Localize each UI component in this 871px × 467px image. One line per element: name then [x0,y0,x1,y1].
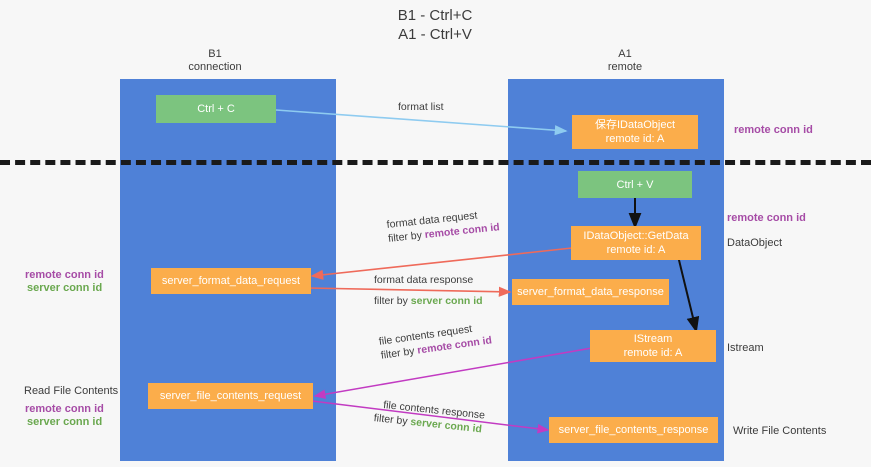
side-label-istream: Istream [727,342,764,354]
node-ctrl-c-label: Ctrl + C [197,103,235,115]
edge-label-format-data-response-line1: format data response [374,274,474,286]
phase-divider [0,160,871,165]
node-getdata[interactable]: IDataObject::GetData remote id: A [571,226,701,260]
side-label-left-remote-conn-id-2: remote conn id [25,403,104,415]
lane-name-a1: A1 [618,48,632,60]
side-label-read-file-contents: Read File Contents [24,385,119,397]
node-getdata-label: IDataObject::GetData [583,230,689,242]
filter-prefix: filter by [387,229,426,245]
node-ctrl-c[interactable]: Ctrl + C [156,95,276,123]
lane-name-b1: B1 [208,48,222,60]
side-label-left-remote-conn-id: remote conn id [25,269,104,281]
edge-label-file-contents-response: file contents response filter by server … [373,398,486,437]
node-server-file-contents-request[interactable]: server_file_contents_request [148,383,313,409]
edge-label-format-list: format list [398,100,444,114]
edge-label-file-contents-request: file contents request filter by remote c… [378,319,493,362]
side-label-write-file-contents: Write File Contents [733,425,827,437]
side-label-remote-conn-id-mid: remote conn id [727,212,806,224]
node-server-format-data-response[interactable]: server_format_data_response [512,279,669,305]
lane-title-b1: B1 connection [155,48,275,74]
edge-label-format-list-text: format list [398,101,444,113]
node-ctrl-v-label: Ctrl + V [616,178,654,191]
node-istream-label: IStream [633,333,673,345]
side-label-left-server-conn-id: server conn id [27,282,103,294]
node-server-format-data-request[interactable]: server_format_data_request [151,268,311,294]
filter-prefix: filter by [380,344,419,362]
side-label-remote-conn-id-top: remote conn id [734,124,813,136]
node-istream-sub: remote id: A [623,347,683,359]
lane-role-b1: connection [188,61,242,73]
lane-title-a1: A1 remote [565,48,685,74]
side-label-dataobject: DataObject [727,237,783,249]
edge-label-format-data-request: format data request filter by remote con… [386,206,500,246]
lane-role-a1: remote [607,61,643,73]
node-server-file-contents-request-label: server_file_contents_request [159,390,302,402]
filter-key-server: server conn id [410,295,483,307]
node-ctrl-v[interactable]: Ctrl + V [578,171,692,198]
node-server-format-data-response-label: server_format_data_response [517,286,664,298]
filter-prefix: filter by [374,295,411,307]
node-save-idataobject-sub: remote id: A [605,133,665,145]
node-getdata-sub: remote id: A [606,244,666,256]
node-save-idataobject-label: 保存IDataObject [594,119,676,131]
filter-prefix: filter by [373,412,412,428]
edge-label-format-data-response-line2: filter by server conn id [374,294,483,308]
node-server-format-data-request-label: server_format_data_request [161,275,301,287]
diagram-title: B1 - Ctrl+C A1 - Ctrl+V [397,7,473,43]
node-server-file-contents-response[interactable]: server_file_contents_response [549,417,718,443]
node-istream[interactable]: IStream remote id: A [590,330,716,362]
edge-label-format-data-response: format data response filter by server co… [374,273,483,308]
side-label-left-server-conn-id-2: server conn id [27,416,103,428]
node-server-file-contents-response-label: server_file_contents_response [558,424,709,436]
node-save-idataobject[interactable]: 保存IDataObject remote id: A [572,115,698,149]
